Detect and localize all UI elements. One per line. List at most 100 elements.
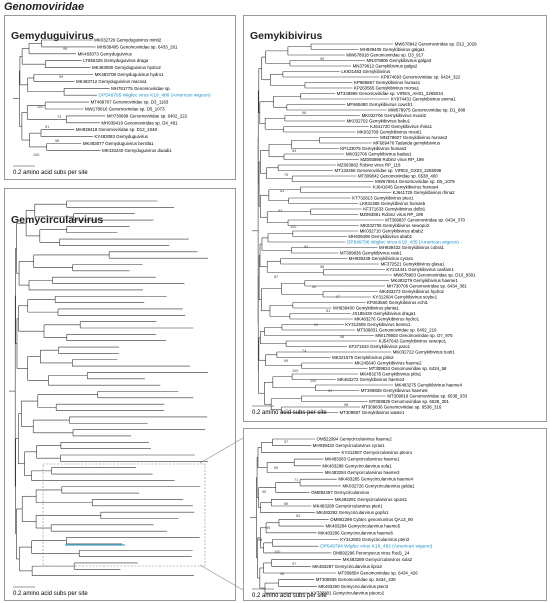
support-value: 100 [310,379,316,383]
scale-label: 0.2 amino acid subs per site [252,410,327,416]
tip-label: MH939400 Gemykibivirus planta1 [333,306,399,311]
tip-label: MZ093882 Robinz virus RP_118 [337,163,401,168]
support-value: 97 [284,440,288,444]
tip-label: MH939405 Genomoviridae sp. 6433_261 [97,44,178,49]
highlight-label: OP549795 Wigfec virus K19_488 (American … [98,93,211,99]
tip-label: MK483283 Gemycircularvirus haeme1 [325,457,400,462]
tip-label: MZ093896 Robinz virus RP_198 [360,157,424,162]
tip-label: MK032706 Gemykibivirus badas1 [346,152,412,157]
highlight-label: OP549796 Wigfec virus K19_435 (American … [347,240,460,246]
tip-label: MW678903 Genomoviridae sp. D10_9391 [393,273,476,278]
tip-label: KY312604 Gemykibivirus soybe1 [372,295,437,300]
tip-label: KP263560 Gemykibivirus echi1 [367,300,429,305]
tip-label: MH939419 Genomoviridae sp. D4_491 [101,120,178,125]
tip-label: MK483278 Gemykibivirus pitis1 [360,372,422,377]
support-value: 75 [284,173,288,177]
support-value: 96 [280,572,284,576]
support-value: 98 [55,139,59,143]
tip-label: MK032702 Gemykibivirus babu1 [347,119,411,124]
tip-label: MK483273 Gemykibivirus hydro2 [379,289,444,294]
tip-label: MK483279 Gemykibivirus haeme1 [391,278,459,283]
support-value: 97 [292,562,296,566]
support-value: 90 [312,285,316,289]
support-value: 87 [274,275,278,279]
tip-label: MK483284 Gemycircularvirus haeme5 [325,524,400,529]
tip-label: MK483291 Gemycircularvirus opunt1 [335,497,408,502]
support-value: 71 [294,478,298,482]
tip-label: KY312603 Gemycircularvirus pteri2 [340,537,410,542]
support-value: 81 [326,309,330,313]
support-value: 91 [314,323,318,327]
tip-label: KJ547643 Gemykibivirus sewopo1 [379,339,447,344]
support-value: 99 [266,526,270,530]
tip-label: KY732801 Gemycircularvirus pteoro2 [311,591,385,596]
tip-label: MK483073 Gemyduguivirus [78,51,133,56]
tip-label: MH939405 Gemykibivirus galga1 [360,47,425,52]
tip-label: MW678975 Genomoviridae sp. D1_688 [388,108,466,113]
tip-label: KJ641645 Gemykibivirus humas4 [373,185,439,190]
tip-label: MK483272 Gemykibivirus haeme3 [337,377,405,382]
panel-title: Gemyduguivirus [11,30,94,42]
support-value: 95 [262,490,266,494]
tip-label: MN379612 Gemykibivirus galga2 [353,64,418,69]
tip-label: MK483080 Gemyduguivirus hydro2 [92,65,161,70]
tip-label: MW678914 Genomoviridae sp. D5_1078 [375,179,455,184]
tip-label: MK483292 Gemycircularvirus gopfo1 [316,510,389,515]
support-value: 83 [296,514,300,518]
tip-label: KY483083 Gemyduguivirus [94,134,148,139]
tip-label: MK483077 Gemyduguivirus bentila1 [83,141,154,146]
tip-label: MH730706 Genomoviridae sp. 6434_381 [387,284,468,289]
support-value: 94 [304,245,308,249]
tip-label: MK321675 Gemykibivirus pitis2 [332,355,394,360]
support-value: 93 [278,209,282,213]
tip-label: MF372521 Gemykibivirus glasa1 [381,262,445,267]
support-value: 99 [63,47,67,51]
tip-label: MK483288 Gemycircularvirus sola1 [322,463,392,468]
tip-label: MK483708 Gemyduguivirus hydro1 [95,72,164,77]
tip-label: MT309836 Gemykibivirus rask1 [340,251,402,256]
support-value: 89 [284,502,288,506]
tip-label: MK245640 Gemykibivirus haeme2 [355,361,423,366]
tip-label: KP263565 Gemykibivirus morsa1 [354,86,420,91]
tip-label: MW178816 Genomoviridae sp. D5_1073 [85,107,165,112]
tip-label: KF371634 Gemykibivirus paro1 [349,344,411,349]
tip-label: LT855425 Gemyduguivirus draga [83,58,148,63]
tip-label: LK931485 Gemykibivirus humas5 [360,201,426,206]
tip-label: MH939418 Genomoviridae sp. D12_1048 [76,127,158,132]
panel-gemycircularvirus: Gemycircularvirus 0.2 amino acid subs pe… [4,188,236,601]
scale-label: 0.2 amino acid subs per site [13,170,88,176]
tip-label: MW178903 Genomoviridae sp. D7_975 [375,333,453,338]
tip-label: MT309836 Genomoviridae sp. 6538_316 [362,405,442,410]
tip-label: MK032705 Gemykibivirus sewopo2 [360,223,429,228]
tip-label: KP986867 Gemykibivirus humas1 [354,80,421,85]
tip-label: MK483285 Gemycircularvirus haeme4 [338,477,413,482]
tip-label: MW678942 Genomoviridae sp. D12_1029 [395,42,478,47]
tip-label: MK483286 Gemycircularvirus haeme6 [318,530,393,535]
tip-label: MK483289 Gemycircularvirus sola2 [343,557,413,562]
support-value: 100 [274,550,280,554]
tip-label: MF669480 Gemykibivirus cowch1 [347,102,413,107]
tip-label: OM892299 Cybtec genomovirus QA13_90 [330,517,413,522]
tip-label: MH781775 Genomoviridae sp. [111,86,171,91]
support-value: 91 [45,125,49,129]
tip-label: MN379806 Gemykibivirus galga3 [367,58,432,63]
tip-label: MH730689 Genomoviridae sp. 6402_222 [107,113,188,118]
tip-label: MH939408 Gemykibivirus abab1 [348,234,412,239]
support-value: 98 [258,538,262,542]
support-value: 84 [292,149,296,153]
tip-label: MF669476 Tadarida gemykibivirus [373,141,441,146]
panel-title: Gemycircularvirus [11,214,104,226]
tip-label: LK931483 Gemykibivirus [341,69,391,74]
tip-label: KY312605 Gemykibivirus bemto1 [345,322,411,327]
tip-label: MT489767 Genomoviridae sp. D3_1163 [91,100,169,105]
tip-label: MK483712 Gemyduguivirus macna1 [76,79,148,84]
tip-label: MT309857 Gemykibivirus waste1 [340,410,405,415]
tip-label: KJ641725 Gemykibivirus rhina2 [393,190,456,195]
tip-label: MK483276 Gemykibivirus hydro1 [354,317,419,322]
support-value: 98 [340,335,344,339]
tip-label: OM892296 Peromyscus virus Rod1_24 [333,550,410,555]
figure-title: Genomoviridae [4,1,85,13]
tip-label: MT309836 Genomoviridae sp. 6434_439 [316,577,396,582]
tip-label: MZ093891 Robinz virus RP_199 [360,212,424,217]
tip-label: KY214441 Gemykibivirus canfam1 [386,267,454,272]
